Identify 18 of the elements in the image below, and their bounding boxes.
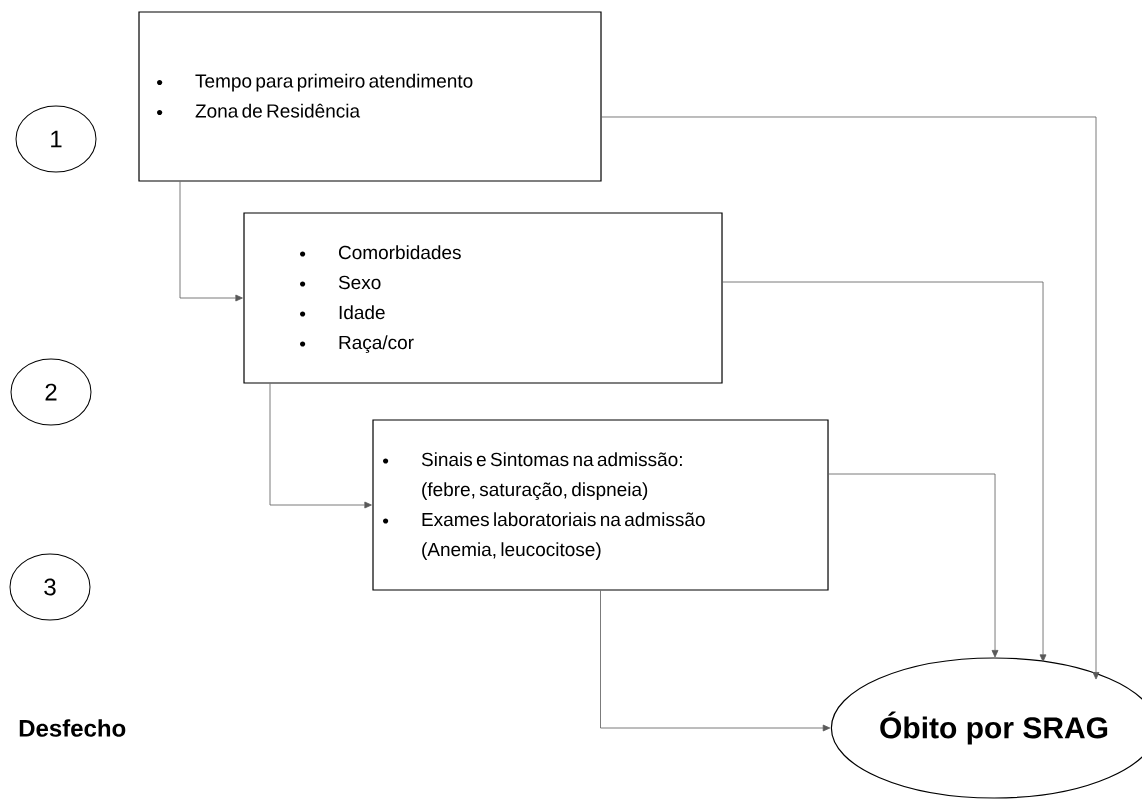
bullet-list-box bbox=[138, 11, 602, 182]
bullet-list-box bbox=[372, 419, 829, 591]
list-item: Comorbidades bbox=[338, 245, 461, 260]
heading-label: Desfecho bbox=[19, 719, 126, 737]
list-item: Exames laboratoriais na admissão (Anemia, leucocitose) bbox=[422, 512, 705, 560]
list-item: Tempo para primeiro atendimento bbox=[195, 73, 473, 92]
list-item: Idade bbox=[339, 305, 385, 320]
arrow bbox=[600, 590, 831, 732]
arrow bbox=[179, 181, 243, 302]
arrow bbox=[722, 281, 1047, 662]
list-item: Sexo bbox=[338, 275, 381, 290]
arrow bbox=[828, 473, 999, 658]
bullet-list-box bbox=[243, 212, 723, 384]
list-item: Raça/cor bbox=[339, 335, 414, 354]
list-item: Sinais e Sintomas na admissão: (febre, saturação, dispneia) bbox=[421, 452, 682, 501]
arrow bbox=[601, 116, 1100, 680]
arrow bbox=[269, 383, 372, 509]
list-item: Zona de Residência bbox=[195, 103, 361, 118]
